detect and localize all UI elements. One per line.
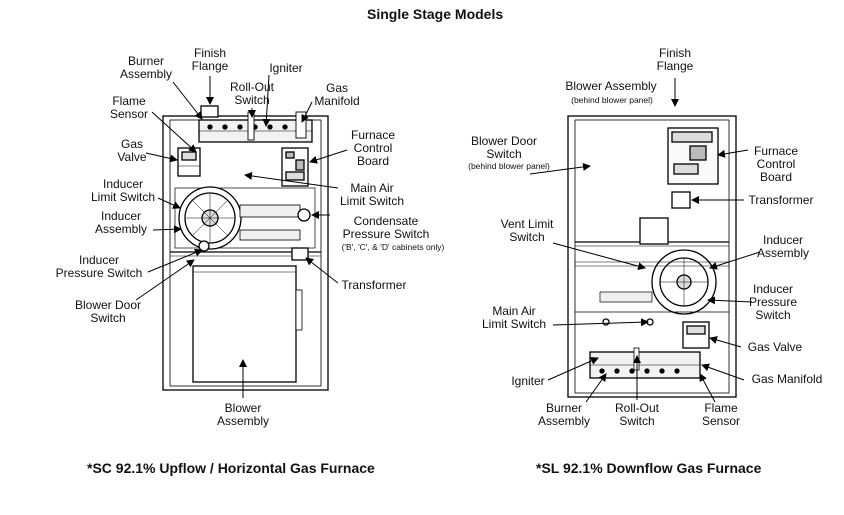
right-label-igniter: Igniter: [511, 374, 545, 388]
upflow-leader-arrows: [135, 74, 348, 398]
diagram-title: Single Stage Models: [367, 6, 504, 22]
right-label-gas-manifold: Gas Manifold: [751, 372, 823, 386]
left-label-rollout-switch: Roll-Out Switch: [229, 80, 274, 107]
left-label-gas-valve: Gas Valve: [117, 137, 147, 164]
left-label-flame-sensor: Flame Sensor: [109, 94, 149, 121]
right-label-furnace-control-board: Furnace Control Board: [753, 144, 799, 184]
left-label-blower-door-switch: Blower Door Switch: [74, 298, 142, 325]
right-label-blower-door-note: (behind blower panel): [468, 161, 550, 171]
right-label-blower-assembly-note: (behind blower panel): [571, 95, 653, 105]
right-label-main-air-limit-switch: Main Air Limit Switch: [481, 304, 546, 331]
left-label-burner-assembly: Burner Assembly: [119, 54, 172, 81]
upflow-furnace-cabinet: [162, 105, 329, 391]
downflow-leader-arrows: [529, 78, 761, 403]
downflow-furnace-cabinet: [567, 115, 737, 398]
left-label-igniter: Igniter: [269, 61, 303, 75]
left-label-furnace-control-board: Furnace Control Board: [350, 128, 396, 168]
left-label-finish-flange: Finish Flange: [191, 46, 229, 73]
right-label-flame-sensor: Flame Sensor: [701, 401, 741, 428]
left-caption: *SC 92.1% Upflow / Horizontal Gas Furnac…: [87, 460, 375, 476]
left-label-inducer-assembly: Inducer Assembly: [94, 209, 147, 236]
right-caption: *SL 92.1% Downflow Gas Furnace: [536, 460, 762, 476]
right-label-transformer: Transformer: [748, 193, 814, 207]
left-label-condensate-pressure-switch: Condensate Pressure Switch: [342, 214, 430, 241]
right-label-finish-flange: Finish Flange: [656, 46, 694, 73]
left-label-inducer-pressure-switch: Inducer Pressure Switch: [55, 253, 143, 280]
right-label-blower-door-switch: Blower Door Switch: [470, 134, 538, 161]
right-label-rollout-switch: Roll-Out Switch: [614, 401, 659, 428]
right-label-inducer-assembly: Inducer Assembly: [756, 233, 809, 260]
right-label-vent-limit-switch: Vent Limit Switch: [500, 217, 554, 244]
left-label-transformer: Transformer: [341, 278, 407, 292]
left-label-inducer-limit-switch: Inducer Limit Switch: [90, 177, 155, 204]
right-label-burner-assembly: Burner Assembly: [537, 401, 590, 428]
right-label-gas-valve: Gas Valve: [747, 340, 803, 354]
left-label-blower-assembly: Blower Assembly: [216, 401, 269, 428]
left-label-gas-manifold: Gas Manifold: [314, 81, 360, 108]
left-label-cabinets-note: ('B', 'C', & 'D' cabinets only): [341, 242, 445, 252]
right-label-inducer-pressure-switch: Inducer Pressure Switch: [748, 282, 798, 322]
right-label-blower-assembly: Blower Assembly: [565, 79, 657, 93]
left-label-main-air-limit-switch: Main Air Limit Switch: [339, 181, 404, 208]
